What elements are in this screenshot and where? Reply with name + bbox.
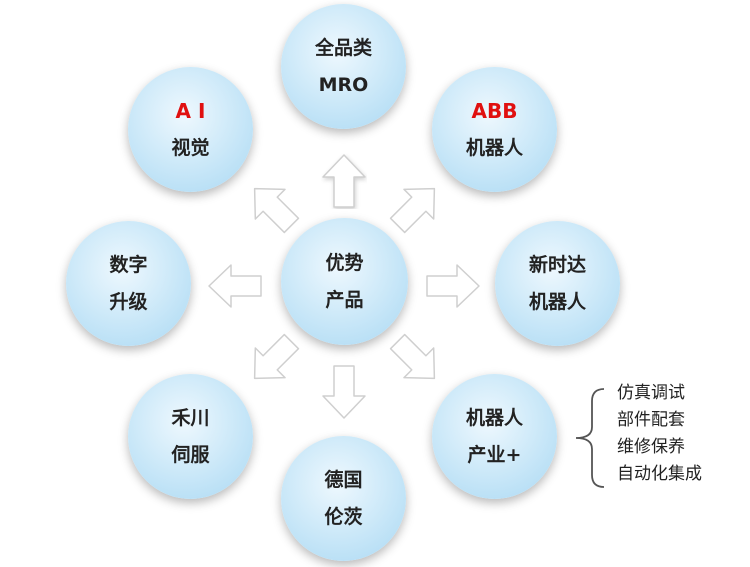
node-top-right-line2: 机器人 — [465, 137, 523, 160]
node-germany-lenze: 德国 伦茨 — [281, 436, 406, 561]
node-step-robot: 新时达 机器人 — [495, 221, 620, 346]
node-full-category-mro: 全品类 MRO — [281, 4, 406, 129]
node-bottom-left-line2: 伺服 — [171, 443, 210, 466]
service-item: 部件配套 — [617, 410, 685, 430]
center-line1: 优势 — [325, 252, 364, 275]
arrow-up-icon — [322, 154, 366, 208]
node-abb-robot: ABB 机器人 — [432, 67, 557, 192]
service-item: 自动化集成 — [617, 464, 702, 484]
left-brace-icon — [575, 388, 605, 488]
node-top-right-line1: ABB — [471, 99, 518, 124]
arrow-up-left-icon — [253, 187, 300, 234]
node-ai-vision: A I 视觉 — [128, 67, 253, 192]
service-item: 仿真调试 — [617, 383, 685, 403]
arrow-up-right-icon — [389, 187, 436, 234]
node-bottom-line1: 德国 — [324, 469, 363, 492]
node-hechuan-servo: 禾川 伺服 — [128, 374, 253, 499]
node-top-left-line1: A I — [175, 99, 206, 124]
node-top-line2: MRO — [318, 73, 369, 96]
arrow-right-icon — [426, 264, 480, 308]
center-line2: 产品 — [325, 288, 364, 311]
node-bottom-line2: 伦茨 — [324, 505, 363, 528]
arrow-down-right-icon — [389, 333, 436, 380]
arrow-down-icon — [322, 365, 366, 419]
node-bottom-right-line2: 产业+ — [467, 443, 522, 466]
node-top-line1: 全品类 — [314, 37, 372, 60]
service-item: 维修保养 — [617, 437, 685, 457]
node-robot-industry-plus: 机器人 产业+ — [432, 374, 557, 499]
node-top-left-line2: 视觉 — [171, 137, 210, 160]
node-right-line1: 新时达 — [528, 254, 586, 277]
center-node: 优势 产品 — [281, 218, 408, 345]
node-bottom-left-line1: 禾川 — [171, 407, 210, 430]
arrow-down-left-icon — [253, 333, 300, 380]
node-bottom-right-line1: 机器人 — [465, 407, 523, 430]
node-digital-upgrade: 数字 升级 — [66, 221, 191, 346]
node-left-line2: 升级 — [109, 290, 148, 313]
arrow-left-icon — [208, 264, 262, 308]
node-left-line1: 数字 — [109, 254, 148, 277]
node-right-line2: 机器人 — [528, 290, 586, 313]
robot-services-list: 仿真调试 部件配套 维修保养 自动化集成 — [617, 380, 702, 488]
